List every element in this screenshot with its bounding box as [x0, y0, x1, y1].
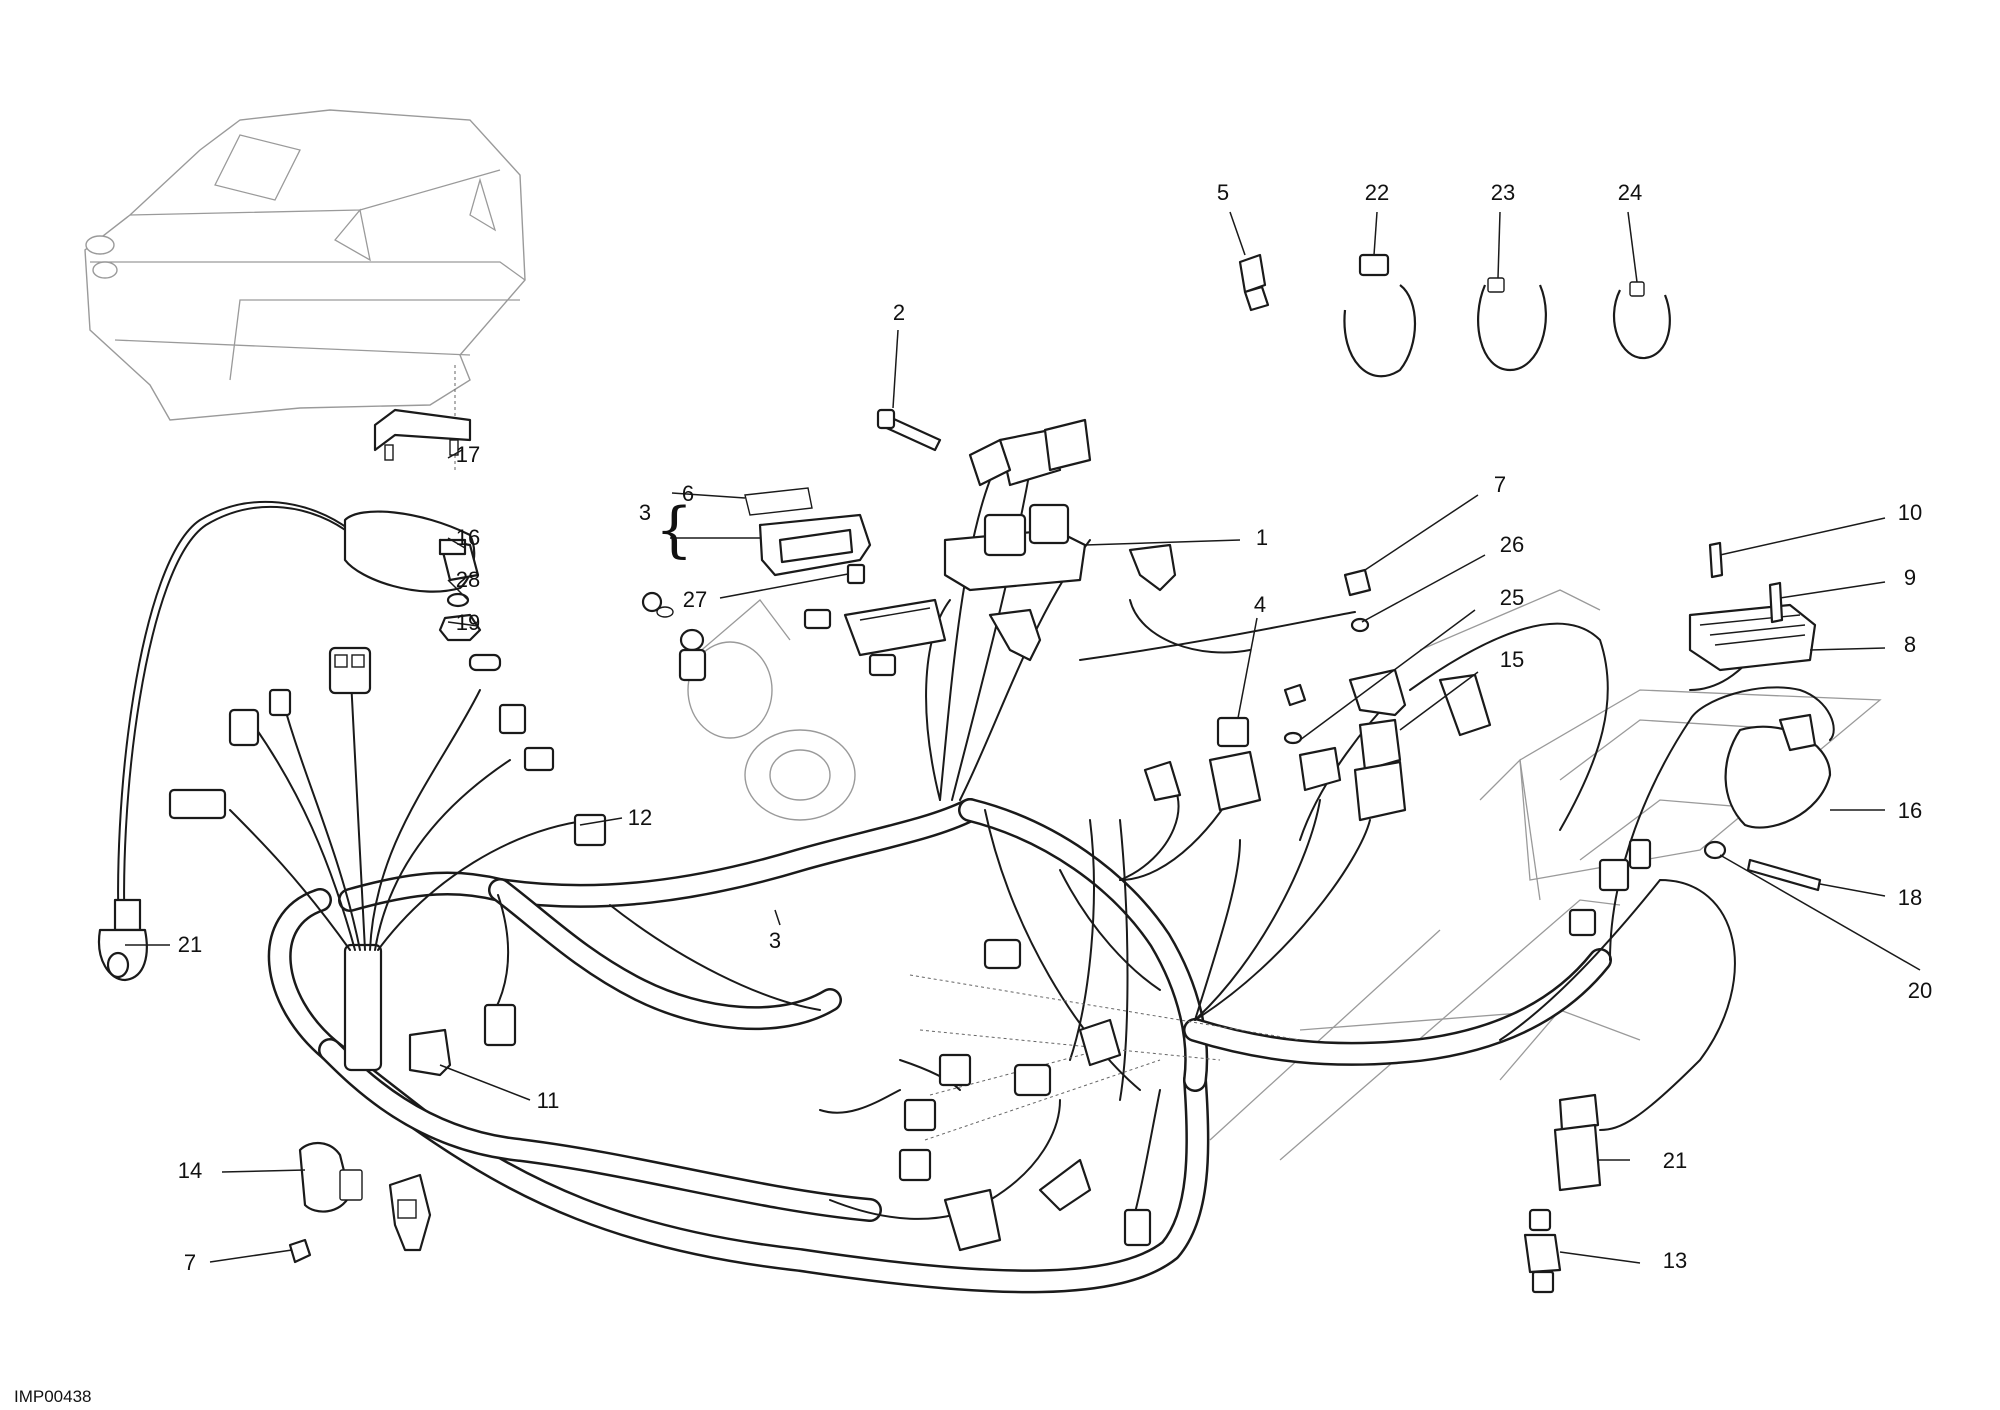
callout-28: 28 [456, 567, 480, 592]
starter-motor-ghost [687, 599, 856, 821]
callout-18: 18 [1898, 885, 1922, 910]
callout-9: 9 [1904, 565, 1916, 590]
connector-11 [408, 1028, 452, 1077]
ignition-coil-16-left [343, 510, 480, 593]
connector-upper-right [1438, 673, 1492, 737]
spark-plug-cap-21-left [97, 898, 148, 982]
callout-24: 24 [1618, 180, 1642, 205]
callout-5: 5 [1217, 180, 1229, 205]
connector-bottom-left [388, 1173, 432, 1252]
screw-25 [1283, 683, 1307, 707]
callout-21-right: 21 [1663, 1148, 1687, 1173]
callout-13: 13 [1663, 1248, 1687, 1273]
bracket-17 [373, 408, 472, 461]
callout-25: 25 [1500, 585, 1524, 610]
callout-3-group: 3 [639, 500, 651, 525]
callout-7-top: 7 [1494, 472, 1506, 497]
assembly-guide-lines [454, 365, 1301, 1141]
regulator-8 [1688, 603, 1817, 672]
cable-tie-22 [1343, 253, 1416, 378]
screw-7-top [1343, 568, 1372, 597]
screw-10 [1708, 541, 1724, 579]
callout-8: 8 [1904, 632, 1916, 657]
callout-20: 20 [1908, 978, 1932, 1003]
sensor-14 [298, 1142, 363, 1213]
callout-12: 12 [628, 805, 652, 830]
group-brace: { [655, 495, 693, 565]
nut-19 [438, 613, 482, 642]
callout-1: 1 [1256, 525, 1268, 550]
washer-28 [446, 592, 470, 608]
airbox-ghost [84, 109, 526, 421]
callout-16-left: 16 [456, 525, 480, 550]
callout-3-harness: 3 [769, 928, 781, 953]
callout-19: 19 [456, 610, 480, 635]
fuse-27 [843, 563, 947, 657]
washer-20 [1703, 840, 1727, 860]
fuse-box-3 [744, 487, 872, 577]
callout-7-bottom: 7 [184, 1250, 196, 1275]
control-unit-1 [943, 418, 1092, 592]
cable-tie-24 [1612, 281, 1671, 360]
callout-16-right: 16 [1898, 798, 1922, 823]
callout-21-left: 21 [178, 932, 202, 957]
callout-22: 22 [1365, 180, 1389, 205]
callout-15: 15 [1500, 647, 1524, 672]
terminal-5 [1238, 253, 1270, 312]
ignition-coil-16-right [1724, 713, 1832, 829]
bolt-2 [876, 408, 942, 452]
right-harness-connectors [1568, 838, 1652, 937]
screw-18 [1746, 858, 1822, 892]
callout-17: 17 [456, 442, 480, 467]
washer-25 [1283, 731, 1303, 745]
harness-connectors-left [168, 646, 607, 1047]
battery-clamps [988, 543, 1177, 662]
spark-plug-cap-21-right [1553, 1093, 1602, 1192]
sensor-13 [1523, 1208, 1562, 1294]
callout-leaders [125, 211, 1921, 1264]
callout-27: 27 [683, 587, 707, 612]
screw-7-bottom [288, 1238, 312, 1264]
cable-tie-23 [1477, 277, 1547, 372]
callout-23: 23 [1491, 180, 1515, 205]
callout-6: 6 [682, 481, 694, 506]
connector-holder [1348, 668, 1407, 717]
callout-4: 4 [1254, 592, 1266, 617]
callout-26: 26 [1500, 532, 1524, 557]
relay-4 [1208, 716, 1262, 812]
drawing-code: IMP00438 [14, 1387, 92, 1406]
starter-terminal [641, 591, 897, 682]
screw-9 [1768, 581, 1784, 624]
bracket-26 [1350, 617, 1370, 633]
mid-connectors [898, 746, 1342, 1252]
main-wiring-harness [267, 798, 1612, 1294]
callout-14: 14 [178, 1158, 202, 1183]
connector-15 [1353, 718, 1407, 822]
callout-labels: 5 22 23 24 2 1 7 26 25 15 4 10 9 8 16 18… [14, 180, 1932, 1406]
callout-11: 11 [537, 1088, 560, 1113]
callout-2: 2 [893, 300, 905, 325]
fuse-cover-6 [744, 487, 813, 516]
callout-10: 10 [1898, 500, 1922, 525]
